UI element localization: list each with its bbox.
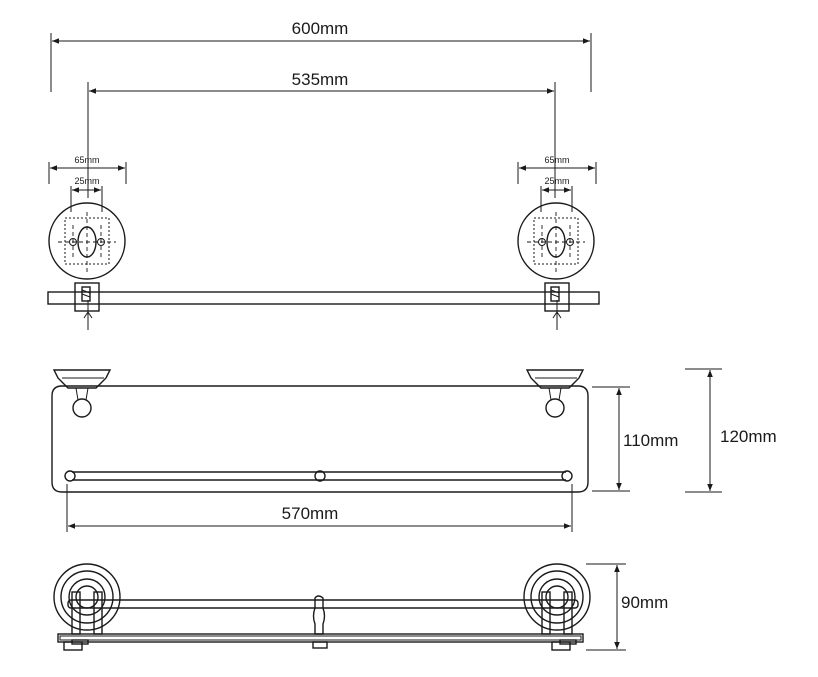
label-overall-width: 600mm (292, 19, 349, 38)
label-glass-depth: 110mm (623, 431, 678, 450)
front-centre-post (312, 595, 326, 635)
front-glass-panel (57, 633, 584, 643)
label-bracket-diameter-left: 65mm (74, 155, 99, 165)
right-wall-bracket (517, 202, 595, 330)
left-wall-bracket (48, 202, 126, 330)
label-bracket-diameter-right: 65mm (544, 155, 569, 165)
glass-shelf-edge (47, 291, 600, 305)
glass-shelf-plan (51, 385, 589, 493)
plan-left-bracket (52, 369, 112, 418)
label-rail-length: 570mm (282, 504, 339, 523)
label-total-depth: 120mm (720, 427, 777, 446)
gallery-rail-plan (64, 470, 573, 482)
label-fixing-centres: 535mm (292, 70, 349, 89)
plan-view: 570mm 110mm 120mm (51, 368, 777, 532)
label-bracket-fixing-left: 25mm (74, 176, 99, 186)
front-left-rose (53, 563, 121, 635)
front-right-rose (523, 563, 591, 635)
label-bracket-fixing-right: 25mm (544, 176, 569, 186)
front-elevation: 90mm (53, 563, 668, 651)
top-view: 600mm 535mm 65mm 25mm 65mm 25mm (47, 19, 600, 330)
plan-right-bracket (525, 369, 585, 418)
label-height: 90mm (621, 593, 668, 612)
